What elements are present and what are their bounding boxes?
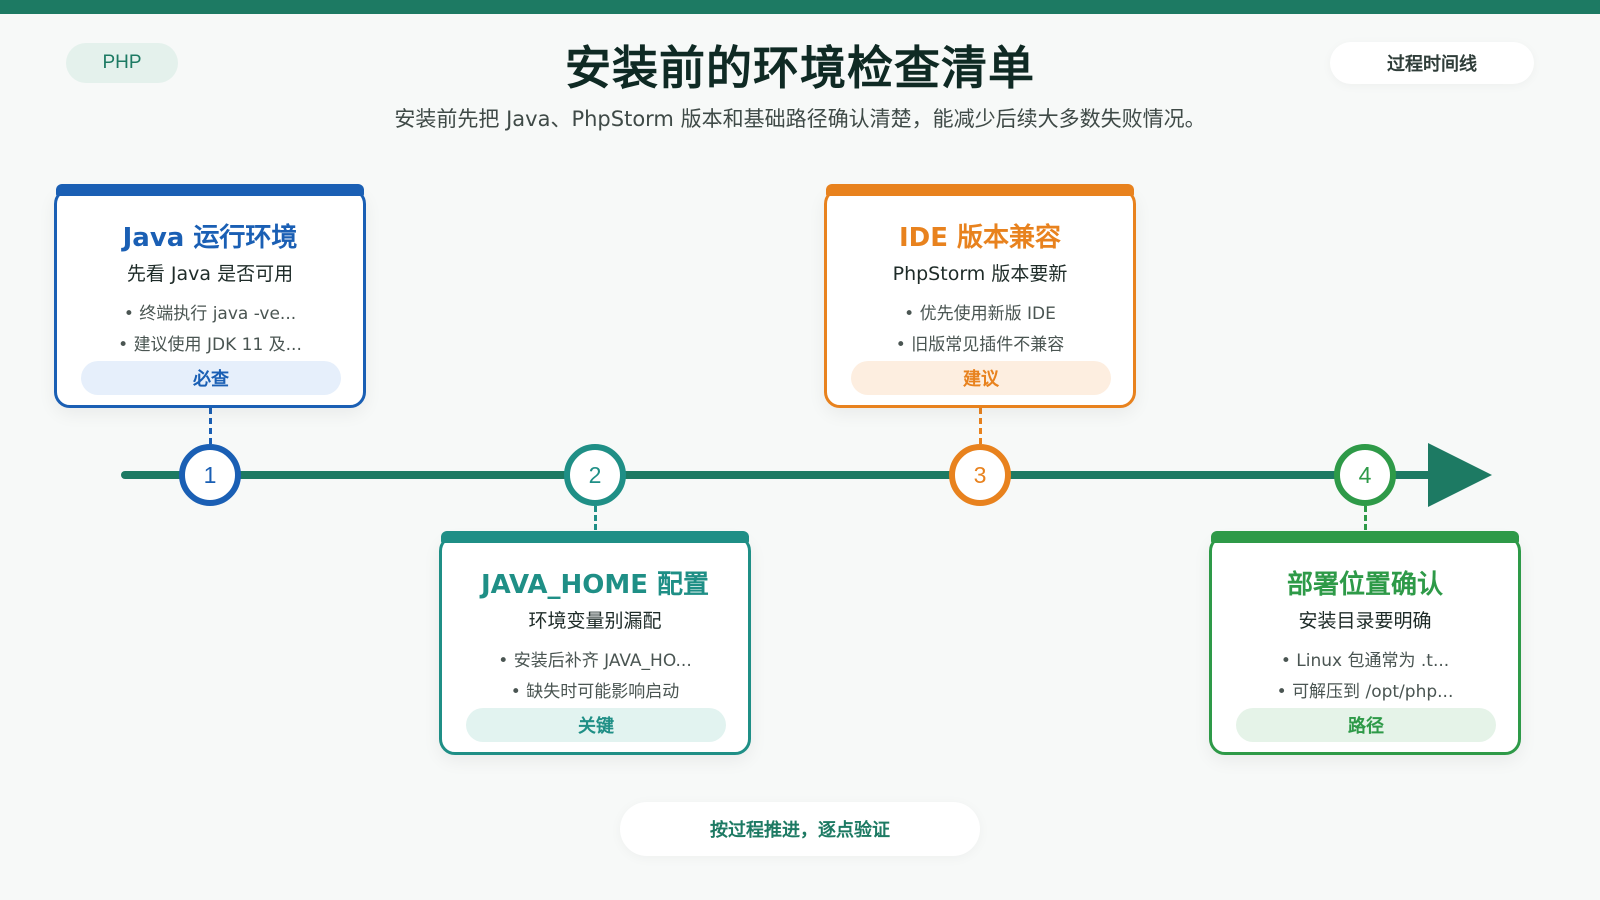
card-cap — [441, 531, 749, 543]
card-title: IDE 版本兼容 — [898, 223, 1062, 253]
card-subtitle: 先看 Java 是否可用 — [126, 263, 294, 285]
card-badge: 必查 — [81, 361, 341, 395]
list-item: 优先使用新版 IDE — [827, 299, 1133, 330]
step-node-4: 4 — [1334, 444, 1396, 506]
connector-1 — [209, 408, 212, 444]
step-node-2: 2 — [564, 444, 626, 506]
card-list: 安装后补齐 JAVA_HO... 缺失时可能影响启动 — [442, 646, 748, 708]
category-tag: PHP — [66, 43, 178, 83]
card-list: 优先使用新版 IDE 旧版常见插件不兼容 — [827, 299, 1133, 361]
page-title: 安装前的环境检查清单 — [565, 41, 1035, 95]
card-subtitle: 安装目录要明确 — [1298, 610, 1432, 632]
card-cap — [1211, 531, 1519, 543]
list-item: 旧版常见插件不兼容 — [827, 330, 1133, 361]
connector-4 — [1364, 506, 1367, 530]
view-label: 过程时间线 — [1330, 42, 1534, 84]
card-list: Linux 包通常为 .t... 可解压到 /opt/php... — [1212, 646, 1518, 708]
page-subtitle: 安装前先把 Java、PhpStorm 版本和基础路径确认清楚，能减少后续大多数… — [394, 107, 1206, 131]
card-cap — [56, 184, 364, 196]
card-badge: 建议 — [851, 361, 1111, 395]
list-item: 可解压到 /opt/php... — [1212, 677, 1518, 708]
list-item: 建议使用 JDK 11 及... — [57, 330, 363, 361]
list-item: 终端执行 java -ve... — [57, 299, 363, 330]
step-node-1: 1 — [179, 444, 241, 506]
card-list: 终端执行 java -ve... 建议使用 JDK 11 及... — [57, 299, 363, 361]
card-subtitle: PhpStorm 版本要新 — [892, 263, 1068, 285]
connector-3 — [979, 408, 982, 444]
footer-note: 按过程推进，逐点验证 — [620, 802, 980, 856]
step-node-3: 3 — [949, 444, 1011, 506]
step-card-1: Java 运行环境 先看 Java 是否可用 终端执行 java -ve... … — [54, 184, 366, 408]
card-title: 部署位置确认 — [1286, 570, 1443, 600]
card-badge: 关键 — [466, 708, 726, 742]
connector-2 — [594, 506, 597, 530]
card-title: JAVA_HOME 配置 — [480, 570, 710, 600]
card-badge: 路径 — [1236, 708, 1496, 742]
card-subtitle: 环境变量别漏配 — [528, 610, 662, 632]
timeline-track — [121, 471, 1441, 479]
list-item: 缺失时可能影响启动 — [442, 677, 748, 708]
timeline-arrow-icon — [1428, 443, 1492, 507]
list-item: Linux 包通常为 .t... — [1212, 646, 1518, 677]
card-cap — [826, 184, 1134, 196]
card-title: Java 运行环境 — [122, 223, 298, 253]
top-accent-bar — [0, 0, 1600, 14]
step-card-4: 部署位置确认 安装目录要明确 Linux 包通常为 .t... 可解压到 /op… — [1209, 531, 1521, 755]
step-card-2: JAVA_HOME 配置 环境变量别漏配 安装后补齐 JAVA_HO... 缺失… — [439, 531, 751, 755]
list-item: 安装后补齐 JAVA_HO... — [442, 646, 748, 677]
step-card-3: IDE 版本兼容 PhpStorm 版本要新 优先使用新版 IDE 旧版常见插件… — [824, 184, 1136, 408]
